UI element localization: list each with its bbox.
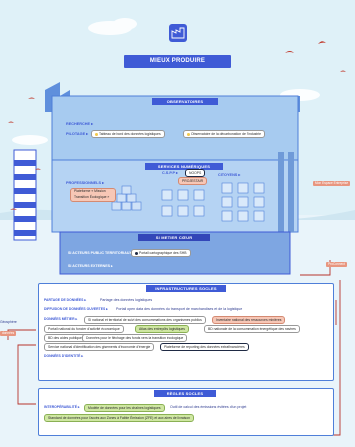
metier-item-reporting[interactable]: Plateforme de reporting des données extr…: [160, 343, 249, 351]
mon-espace-tag[interactable]: Mon Espace Entreprise: [313, 181, 351, 186]
factory-icon: [169, 24, 187, 42]
metier-item-atlas[interactable]: Atlas des entrepôts logistiques: [135, 325, 189, 333]
metier-coeur-title: SI METIER CŒUR: [138, 234, 210, 241]
diffusion-item[interactable]: Portail open data des données du transpo…: [116, 307, 243, 311]
regle-item-emissions[interactable]: Outil de calcul des émissions évitées d'…: [170, 405, 247, 409]
observatoire-item-logistique-label: Tableau de bord des données logistiques: [99, 132, 161, 136]
right-pipe-2: [288, 152, 294, 232]
acteurs-externes-label: SI ACTEURS EXTERNES ▸: [68, 264, 113, 268]
donnees-tag[interactable]: données: [0, 331, 17, 336]
projestair-item[interactable]: PROJESTAIR: [178, 177, 208, 185]
metier-item-ressources[interactable]: Inventaire national des ressources miniè…: [212, 316, 286, 324]
metier-label: DONNÉES MÉTIER ▸: [44, 317, 78, 321]
pilotage-label: PILOTAGE ▸: [66, 132, 89, 136]
regle-item-chaines[interactable]: Modèle de données pour les chaînes logis…: [84, 404, 165, 412]
portail-carto-label: Portail cartographique des SHB: [139, 251, 187, 255]
professionnels-label: PROFESSIONNELS ▸: [66, 181, 104, 185]
metier-item-consommations[interactable]: SI national et territorial de suivi des …: [84, 316, 206, 324]
geosphere-label: Géosphère: [0, 320, 17, 324]
regles-box: [38, 388, 334, 436]
building-upper-floor: [51, 95, 299, 161]
csp-label: C.S.P.P ▸: [162, 171, 178, 175]
services-title: SERVICES NUMÉRIQUES: [145, 163, 223, 170]
box-stack-icon: [111, 185, 142, 211]
regle-item-zfe[interactable]: Standard de données pour l'accès aux Zon…: [44, 414, 194, 422]
metier-item-navires[interactable]: BD nationale de la consommation énergéti…: [204, 325, 300, 333]
metier-item-flechage[interactable]: Données pour le fléchage des fonds vers …: [82, 334, 188, 342]
metier-item-foncier[interactable]: Portail national du foncier d'activité é…: [44, 325, 124, 333]
noops-item[interactable]: NOOPS: [185, 169, 206, 177]
observatoire-item-logistique[interactable]: Tableau de bord des données logistiques: [91, 130, 165, 138]
acteurs-public-label: SI ACTEURS PUBLIC TERRITORIAUX ▸: [68, 251, 135, 255]
window-grid: [221, 182, 265, 222]
partage-item[interactable]: Partage des données logistiques: [100, 298, 153, 302]
partage-label: PARTAGE DE DONNÉES ▸: [44, 298, 87, 302]
metier-item-gisements[interactable]: Service national d'identification des gi…: [44, 343, 155, 351]
bird-icon: [8, 41, 346, 210]
citoyens-label: CITOYENS ▸: [218, 173, 241, 177]
diffusion-label: DIFFUSION DE DONNÉES OUVERTES ▸: [44, 307, 108, 311]
infrastructures-title: INFRASTRUCTURES SOCLES: [146, 285, 226, 292]
cloud-icon: [12, 18, 320, 145]
portail-carto-item[interactable]: Portail cartographique des SHB: [131, 249, 191, 257]
identite-label: DONNÉES D'IDENTITÉ ▸: [44, 354, 84, 358]
right-pipe-1: [278, 152, 284, 232]
page-title: MIEUX PRODUIRE: [124, 55, 231, 68]
observatoire-item-decarbonation-label: Observatoire de la décarbonation de l'in…: [191, 132, 262, 136]
interop-label: INTEROPÉRABILITÉ ▸: [44, 405, 80, 409]
observatoire-item-decarbonation[interactable]: Observatoire de la décarbonation de l'in…: [183, 130, 266, 138]
recherche-label: RECHERCHE ▸: [66, 122, 94, 126]
proconnect-tag[interactable]: ProConnect: [326, 262, 347, 267]
regles-title: RÈGLES SOCLES: [154, 390, 216, 397]
chimney-icon: [13, 149, 37, 241]
mission-transition-item[interactable]: Plateforme « Mission Transition Écologiq…: [70, 188, 116, 202]
observatoires-title: OBSERVATOIRES: [152, 98, 218, 105]
